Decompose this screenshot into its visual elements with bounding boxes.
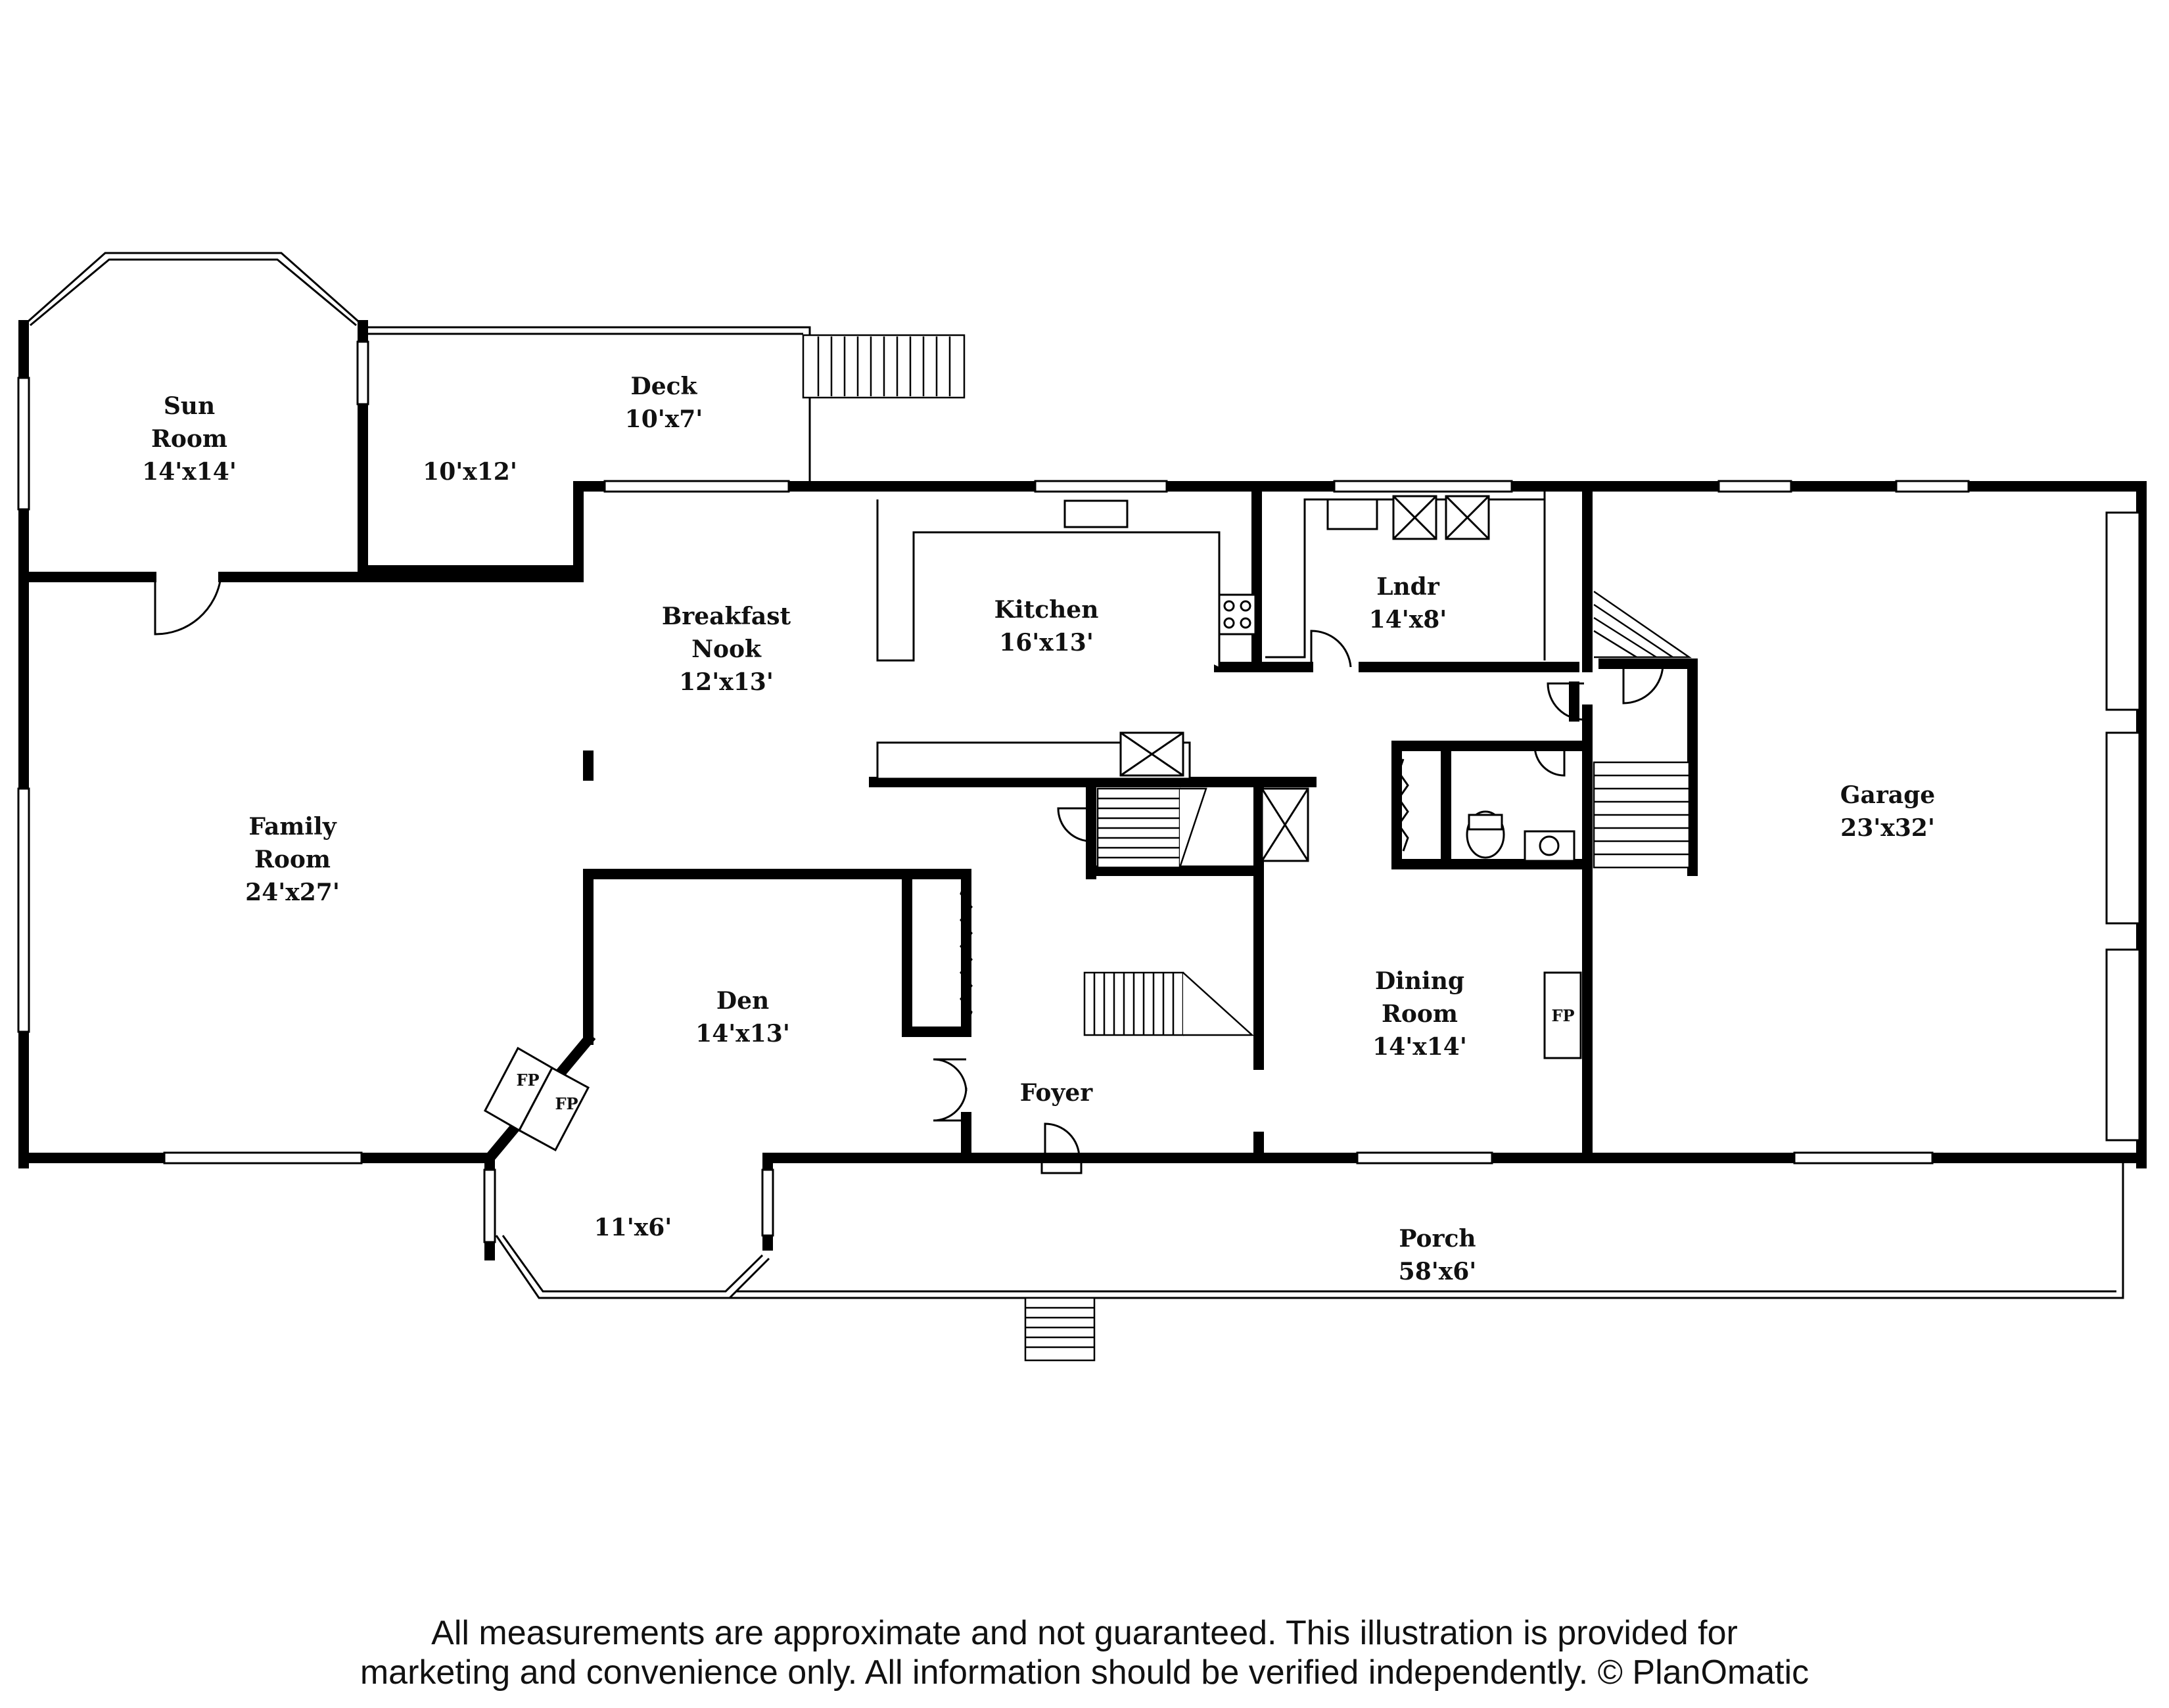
- center-stairs: [1057, 787, 1309, 1036]
- bay-dims: 11'x6': [594, 1214, 672, 1241]
- disclaimer: All measurements are approximate and not…: [0, 1613, 2169, 1692]
- bath-sink-icon: [1524, 830, 1575, 862]
- laundry-dims: 14'x8': [1369, 606, 1447, 634]
- den-name: Den: [716, 987, 769, 1015]
- kitchen-dims: 16'x13': [999, 629, 1094, 657]
- sun-room-name-1: Sun: [164, 392, 215, 420]
- family-room-window-west: [17, 787, 30, 1033]
- deck-name: Deck: [631, 373, 698, 400]
- garage-window-south: [1793, 1151, 1934, 1165]
- garage-entry-door: [1622, 663, 1664, 704]
- family-fp-label-2: FP: [555, 1094, 578, 1113]
- laundry-fixtures: [1265, 495, 1545, 668]
- sun-room-outline: [17, 252, 584, 1168]
- deck-stair-treads: [817, 336, 951, 396]
- laundry-sink-icon: [1326, 498, 1378, 530]
- dining-room-name-1: Dining: [1375, 967, 1464, 995]
- garage-door-2: [2105, 731, 2141, 925]
- breakfast-slider-window: [603, 480, 790, 493]
- foyer-closet-door-1: [933, 1058, 968, 1092]
- garage-stairs: [1547, 590, 1692, 869]
- range-icon: [1218, 593, 1257, 635]
- garage-door-3: [2105, 948, 2141, 1142]
- garage-dims: 23'x32': [1840, 814, 1935, 842]
- dining-room-dims: 14'x14': [1372, 1033, 1467, 1061]
- dining-fp-label: FP: [1551, 1006, 1574, 1025]
- den-foyer-details: [933, 880, 1083, 1174]
- disclaimer-line-2: marketing and convenience only. All info…: [360, 1653, 1809, 1692]
- deck-dims: 10'x7': [625, 405, 703, 433]
- exterior-walls: [17, 480, 2147, 1168]
- foyer-name: Foyer: [1020, 1079, 1093, 1107]
- dining-room-name-2: Room: [1382, 1000, 1458, 1028]
- stair-door: [1057, 807, 1092, 842]
- breakfast-nook-name-2: Nook: [691, 635, 762, 663]
- garage-door-1: [2105, 511, 2141, 711]
- deck-lower-dims: 10'x12': [423, 458, 517, 486]
- kitchen-window: [1034, 480, 1168, 493]
- sun-room-door: [154, 576, 222, 635]
- family-fp-label-1: FP: [516, 1071, 539, 1090]
- front-door: [1044, 1122, 1081, 1159]
- porch-dims: 58'x6': [1399, 1258, 1477, 1285]
- laundry-door: [1310, 630, 1352, 668]
- sun-room-window-west: [17, 377, 30, 511]
- breakfast-nook-dims: 12'x13': [679, 668, 774, 696]
- half-bath: [1397, 745, 1575, 862]
- laundry-name: Lndr: [1376, 573, 1440, 601]
- den-dims: 14'x13': [695, 1020, 790, 1048]
- family-room-name-2: Room: [254, 846, 331, 873]
- dining-room-window: [1356, 1151, 1493, 1165]
- kitchen-name: Kitchen: [994, 596, 1099, 624]
- foyer-closet-door-2: [933, 1087, 968, 1122]
- laundry-window: [1333, 480, 1513, 493]
- family-room-dims: 24'x27': [245, 879, 340, 906]
- bath-door: [1533, 745, 1566, 777]
- porch-name: Porch: [1399, 1225, 1476, 1253]
- kitchen-fixtures: [876, 499, 1257, 780]
- hall-door: [1547, 682, 1585, 721]
- family-room-name-1: Family: [248, 813, 337, 841]
- deck-outline: [363, 326, 966, 486]
- family-room-window-south: [163, 1151, 363, 1165]
- garage-name: Garage: [1840, 781, 1935, 809]
- disclaimer-line-1: All measurements are approximate and not…: [431, 1614, 1738, 1652]
- kitchen-sink-icon: [1063, 499, 1129, 528]
- den-bay-porch: [483, 1158, 2124, 1362]
- breakfast-nook-name-1: Breakfast: [662, 603, 791, 630]
- family-room-fireplaces: FP FP: [484, 1046, 590, 1152]
- garage-window-1: [1717, 480, 1792, 493]
- sun-room-name-2: Room: [151, 425, 227, 453]
- garage-window-2: [1895, 480, 1970, 493]
- sun-room-dims: 14'x14': [142, 458, 237, 486]
- dining-room-fireplace: FP: [1543, 971, 1582, 1059]
- sun-room-window-east: [356, 340, 369, 405]
- family-fireplace-2: [517, 1066, 590, 1152]
